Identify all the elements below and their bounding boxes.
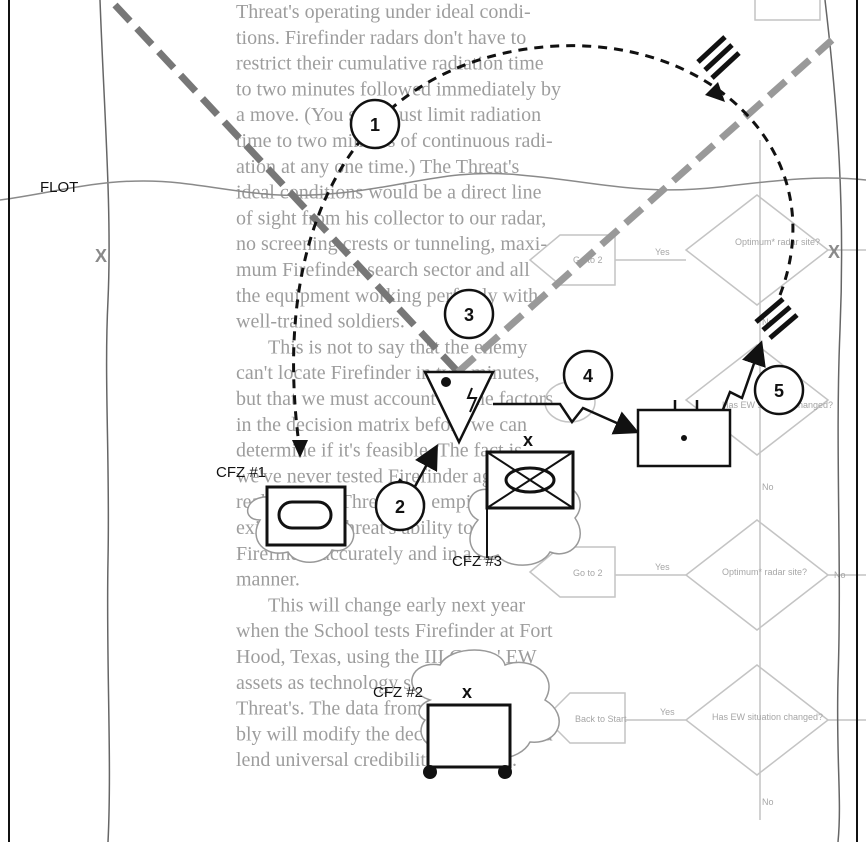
flow-action-label: Back to Start bbox=[575, 714, 627, 724]
flow-decision-1 bbox=[684, 194, 830, 306]
article-text-line: in the decision matrix before we can bbox=[236, 414, 527, 436]
marker-5: 5 bbox=[753, 364, 805, 416]
article-text-line: This is not to say that the enemy bbox=[268, 336, 527, 358]
article-text-line: well-trained soldiers. bbox=[236, 311, 405, 333]
left-boundary-line bbox=[99, 0, 111, 842]
article-text-line: ideal conditions would be a direct line bbox=[236, 182, 542, 204]
flow-decision-label: Has EW situation changed? bbox=[712, 712, 823, 722]
route-arrowhead bbox=[292, 440, 308, 458]
article-text-line: restrict their cumulative radiation time bbox=[236, 53, 544, 75]
article-text-line: Threat's operating under ideal condi- bbox=[236, 1, 531, 23]
article-text-line: This will change early next year bbox=[268, 594, 525, 616]
cfz-1-unit-symbol bbox=[277, 500, 333, 530]
article-text-line: tions. Firefinder radars don't have to bbox=[236, 27, 526, 49]
radar-site-dot bbox=[681, 435, 687, 441]
flow-action-label: Go to 2 bbox=[573, 568, 603, 578]
flow-decision-label: Optimum* radar site? bbox=[722, 567, 807, 577]
article-text-line: we've never tested Firefinder against a bbox=[236, 465, 543, 487]
marker-3: 3 bbox=[443, 288, 495, 340]
lightning-icon bbox=[466, 387, 478, 413]
flow-yes-label: Yes bbox=[655, 247, 670, 257]
article-text-line: ation at any one time.) The Threat's bbox=[236, 156, 520, 178]
flow-decision-2 bbox=[684, 344, 830, 456]
flot-line bbox=[0, 172, 866, 201]
comm-link-4 bbox=[493, 402, 640, 435]
movement-route-arc bbox=[292, 44, 795, 453]
cfz-1-label: CFZ #1 bbox=[216, 464, 266, 481]
article-text-line: no screening crests or tunneling, maxi- bbox=[236, 233, 547, 255]
flow-yes-label: Yes bbox=[660, 707, 675, 717]
cfz-3-label: CFZ #3 bbox=[452, 553, 502, 570]
article-text-line: can't locate Firefinder in two minutes, bbox=[236, 362, 540, 384]
flow-decision-label: Optimum* radar site? bbox=[735, 237, 820, 247]
flow-decision-4 bbox=[684, 664, 830, 776]
article-text-line: mum Firefinder search sector and all bbox=[236, 259, 530, 281]
marker-2-number: 2 bbox=[395, 497, 405, 517]
flow-yes-label: Yes bbox=[655, 562, 670, 572]
line-of-bearing-2 bbox=[455, 37, 835, 375]
flow-no-label: No bbox=[762, 797, 774, 807]
background-flowchart bbox=[528, 0, 866, 820]
collector-dot bbox=[441, 377, 451, 387]
comm-link-5 bbox=[720, 340, 766, 413]
cfz-3-x-mark: x bbox=[523, 430, 533, 450]
article-text-line: determine if it's feasible. The fact is, bbox=[236, 440, 527, 462]
jammer-symbol bbox=[754, 297, 799, 340]
marker-1-number: 1 bbox=[370, 115, 380, 135]
route-arrowhead bbox=[705, 82, 725, 102]
boundary-x-mark: X bbox=[95, 246, 107, 266]
article-text-line: time to two minutes of continuous radi- bbox=[236, 130, 553, 152]
cfz-2-wheel bbox=[498, 765, 512, 779]
marker-5-number: 5 bbox=[774, 381, 784, 401]
flow-no-label: No bbox=[762, 482, 774, 492]
article-text-line: manner. bbox=[236, 569, 300, 591]
flot-label: FLOT bbox=[40, 179, 78, 196]
marker-2: 2 bbox=[374, 480, 426, 532]
cfz-2-x-mark: x bbox=[462, 682, 472, 702]
article-text-line: when the School tests Firefinder at Fort bbox=[236, 620, 553, 642]
marker-4-number: 4 bbox=[583, 366, 593, 386]
cfz-2-unit-box bbox=[426, 703, 512, 769]
marker-1: 1 bbox=[349, 98, 401, 150]
flow-action-3 bbox=[543, 692, 626, 744]
article-text-line: but that we must account for the factors bbox=[236, 388, 553, 410]
threat-collector-symbol bbox=[423, 370, 495, 445]
cfz-2-label: CFZ #2 bbox=[373, 684, 423, 701]
line-of-bearing-1 bbox=[112, 2, 461, 375]
marker-4: 4 bbox=[562, 349, 614, 401]
flow-decision-3 bbox=[684, 519, 830, 631]
jammer-symbol bbox=[696, 35, 741, 80]
right-boundary-line bbox=[824, 0, 843, 842]
flow-no-label: No bbox=[762, 317, 774, 327]
cfz-2-wheel bbox=[423, 765, 437, 779]
article-text-line: of sight from his collector to our radar… bbox=[236, 207, 546, 229]
cfz-3-unit-symbol bbox=[504, 466, 556, 494]
background-flowchart-labels: Optimum* radar site? Has EW situation ch… bbox=[573, 237, 846, 807]
boundary-x-mark: X bbox=[828, 242, 840, 262]
marker-3-number: 3 bbox=[464, 305, 474, 325]
article-text-line: to two minutes followed immediately by bbox=[236, 78, 561, 100]
